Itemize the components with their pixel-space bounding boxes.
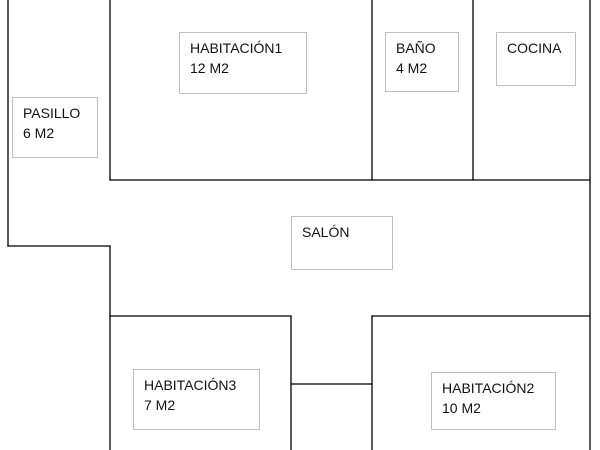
room-name: BAÑO xyxy=(396,40,436,56)
room-name: HABITACIÓN2 xyxy=(442,380,535,396)
room-area: 4 M2 xyxy=(396,60,428,76)
room-area: 10 M2 xyxy=(442,400,481,416)
room-label-habitacion2: HABITACIÓN2 10 M2 xyxy=(431,372,556,430)
room-label-cocina: COCINA xyxy=(496,32,576,86)
room-label-bano: BAÑO 4 M2 xyxy=(385,32,459,92)
room-area: 7 M2 xyxy=(144,397,176,413)
room-name: SALÓN xyxy=(302,224,350,240)
room-name: PASILLO xyxy=(23,105,81,121)
room-label-habitacion1: HABITACIÓN1 12 M2 xyxy=(179,32,307,94)
room-label-salon: SALÓN xyxy=(291,216,393,270)
room-area: 12 M2 xyxy=(190,60,229,76)
room-name: HABITACIÓN1 xyxy=(190,40,283,56)
room-label-habitacion3: HABITACIÓN3 7 M2 xyxy=(133,369,260,430)
room-name: HABITACIÓN3 xyxy=(144,377,237,393)
room-label-pasillo: PASILLO 6 M2 xyxy=(12,97,98,158)
room-name: COCINA xyxy=(507,40,562,56)
room-area: 6 M2 xyxy=(23,125,55,141)
